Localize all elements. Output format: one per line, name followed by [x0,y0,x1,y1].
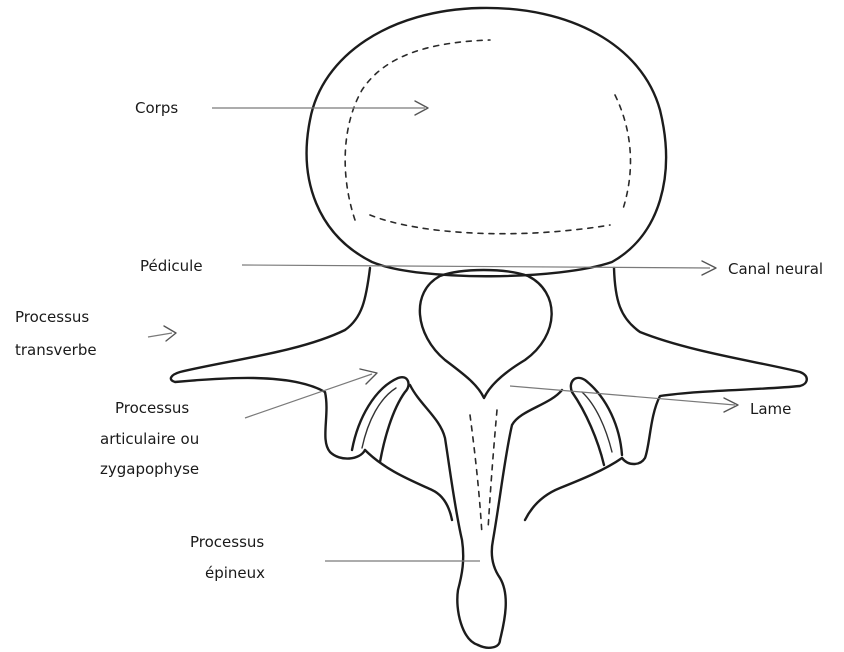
label-processus-articulaire-3: zygapophyse [100,460,199,478]
neural-arch [171,268,807,648]
arrow-transverse [148,333,172,337]
label-processus-articulaire-1: Processus [115,399,189,417]
label-pedicule: Pédicule [140,257,203,275]
arrow-pedicule [242,265,710,268]
label-processus-transverse-1: Processus [15,308,89,326]
arrow-articulaire [245,374,372,418]
label-corps: Corps [135,99,178,117]
label-processus-articulaire-2: articulaire ou [100,430,199,448]
label-lame: Lame [750,400,791,418]
label-processus-transverse-2: transverbe [15,341,97,359]
vertebral-body [307,8,666,276]
label-arrows [148,101,738,561]
articular-process-right [571,378,622,465]
labels: Corps Pédicule Canal neural Processus tr… [15,99,823,582]
articular-process-left [352,377,409,462]
label-canal-neural: Canal neural [728,260,823,278]
label-processus-epineux-2: épineux [205,564,265,582]
label-processus-epineux-1: Processus [190,533,264,551]
